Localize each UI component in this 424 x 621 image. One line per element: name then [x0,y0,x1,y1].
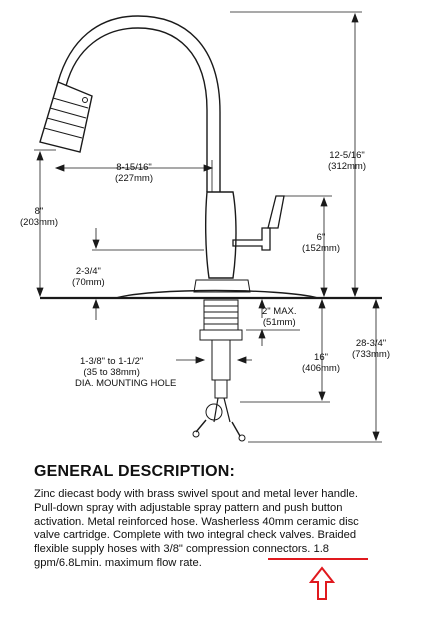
dim-hose-length: 16" (406mm) [302,352,340,374]
dim-base-height: 2-3/4" (70mm) [72,266,105,288]
dim-mounting-hole-label: DIA. MOUNTING HOLE [75,378,177,389]
dim-base-height-in: 2-3/4" [75,266,101,277]
dim-below-deck-mm: (733mm) [352,349,391,360]
dim-height-total: 12-5/16" (312mm) [328,150,366,172]
dim-below-deck-in: 28-3/4" [355,338,387,349]
dim-deck-max-in: 2" MAX. [262,306,297,317]
spray-head [39,81,93,153]
base-plate [115,289,319,299]
dim-hose-length-mm: (406mm) [302,363,341,374]
dim-deck-max: 2" MAX. (51mm) [262,306,297,328]
dim-height-total-mm: (312mm) [328,161,367,172]
lever-handle [232,227,271,251]
dim-below-deck: 28-3/4" (733mm) [352,338,390,360]
dim-reach-in: 8-15/16" [116,162,152,173]
dim-handle-height: 6" (152mm) [302,232,340,254]
section-title: GENERAL DESCRIPTION: [34,463,236,480]
description-text-before: Zinc diecast body with brass swivel spou… [34,488,359,556]
up-arrow-icon [308,566,336,607]
spout-outer [65,27,208,192]
description-highlight: 3/8" compression [163,543,250,556]
dim-hose-length-in: 16" [314,352,328,363]
dim-deck-max-mm: (51mm) [262,317,296,328]
spout-inner [57,15,221,192]
dim-mounting-hole-in: 1-3/8" to 1-1/2" [80,356,144,367]
dim-mounting-hole: 1-3/8" to 1-1/2" (35 to 38mm) [80,356,143,378]
dim-reach-mm: (227mm) [115,173,154,184]
dim-base-height-mm: (70mm) [72,277,105,288]
description-text: Zinc diecast body with brass swivel spou… [34,488,374,571]
dim-spray-height-in: 8" [34,206,44,217]
faucet-body [204,191,237,279]
dim-height-total-in: 12-5/16" [329,150,365,161]
dim-reach: 8-15/16" (227mm) [115,162,153,184]
spray-button-icon [82,97,88,103]
dim-spray-height-mm: (203mm) [20,217,59,228]
dim-spray-height: 8" (203mm) [20,206,58,228]
dim-handle-height-mm: (152mm) [302,243,341,254]
dim-mounting-hole-mm: (35 to 38mm) [83,367,140,378]
dim-handle-height-in: 6" [316,232,326,243]
description-text-after: connectors. 1.8 gpm/6.8Lmin. maximum flo… [34,543,330,569]
